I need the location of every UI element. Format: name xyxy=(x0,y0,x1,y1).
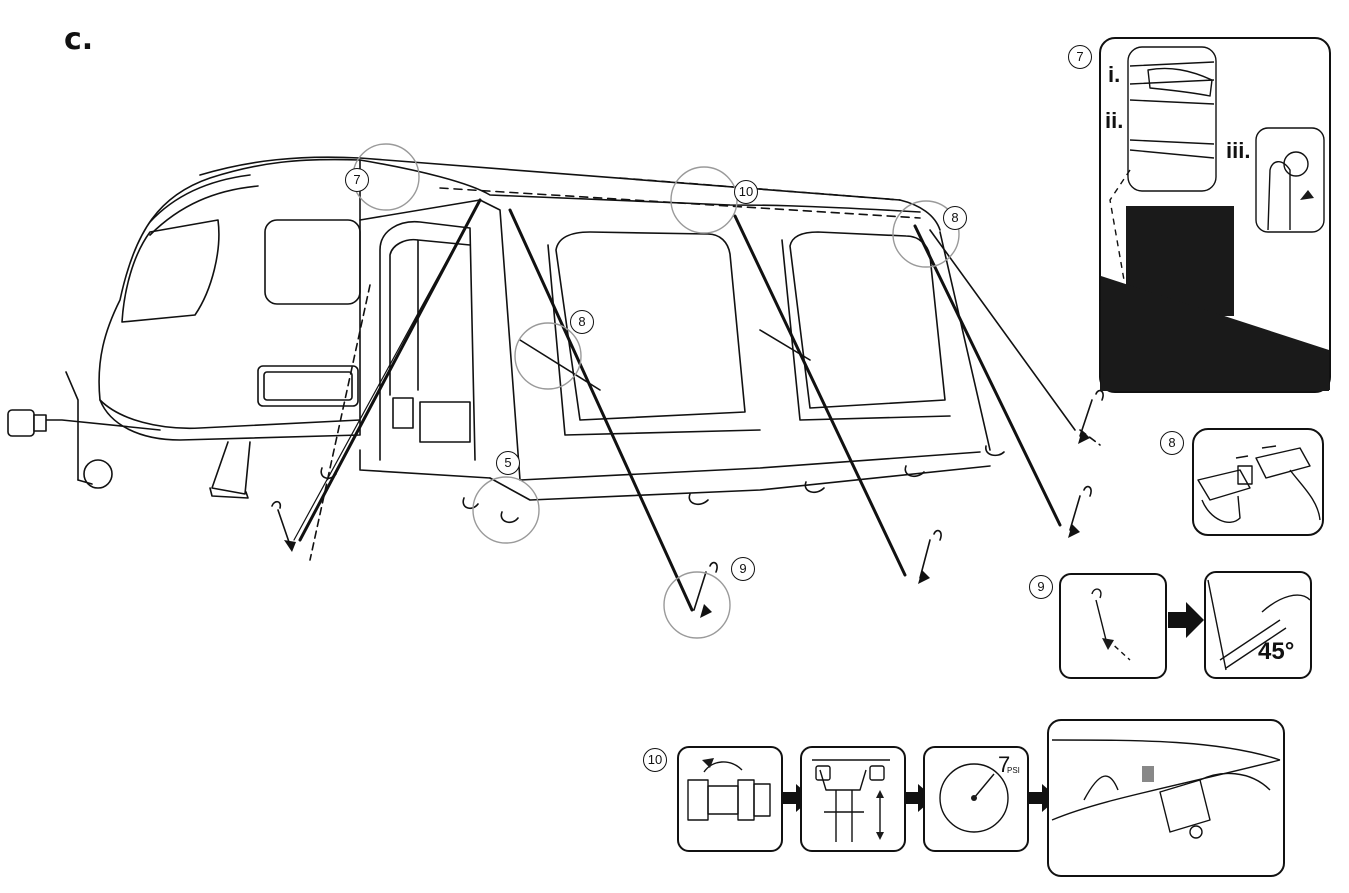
caravan-hatch xyxy=(257,365,359,407)
callout-circle-8b xyxy=(514,322,582,390)
awning-roof xyxy=(199,156,941,231)
callout-10: 10 xyxy=(734,180,758,204)
pressure-value: 7 xyxy=(998,752,1011,777)
callout-8: 8 xyxy=(943,206,967,230)
caravan-side-window xyxy=(264,219,361,305)
peg-arrow-icon xyxy=(1068,524,1080,538)
awning-door xyxy=(379,221,476,461)
peg-arrow-icon xyxy=(700,604,712,618)
awning-window-1 xyxy=(555,231,746,421)
peg-angle-label: 45° xyxy=(1258,638,1295,665)
detail-7-number: 7 xyxy=(1068,45,1092,69)
detail-7-label-iii: iii. xyxy=(1226,138,1251,163)
jockey-wheel xyxy=(83,459,113,489)
detail-7-label-i: i. xyxy=(1108,62,1121,87)
air-beam-1 xyxy=(298,198,482,542)
detail-9-panel-a xyxy=(1059,573,1167,679)
detail-10-panel-d xyxy=(1047,719,1285,877)
detail-7-label-ii: ii. xyxy=(1105,108,1124,133)
pressure-unit: PSI xyxy=(1007,766,1020,775)
callout-5: 5 xyxy=(496,451,520,475)
step-letter: c. xyxy=(64,22,94,57)
air-beam-3 xyxy=(733,214,907,577)
callout-8: 8 xyxy=(570,310,594,334)
peg-arrow-icon xyxy=(284,540,296,552)
caravan-front-window xyxy=(121,219,220,323)
air-beam-2 xyxy=(508,208,694,612)
callout-7: 7 xyxy=(345,168,369,192)
detail-10-panel-b xyxy=(800,746,906,852)
detail-9-number: 9 xyxy=(1029,575,1053,599)
peg-arrow-icon xyxy=(918,570,930,584)
callout-circle-9 xyxy=(663,571,731,639)
detail-8-number: 8 xyxy=(1160,431,1184,455)
air-beam-4 xyxy=(913,224,1062,527)
peg-arrow-icon xyxy=(1078,430,1090,444)
callout-circle-8a xyxy=(892,200,960,268)
detail-8-panel xyxy=(1192,428,1324,536)
detail-9-panel-b xyxy=(1204,571,1312,679)
next-step-arrow-icon xyxy=(1168,602,1204,638)
callout-circle-5 xyxy=(472,476,540,544)
detail-10-number: 10 xyxy=(643,748,667,772)
callout-9: 9 xyxy=(731,557,755,581)
detail-10-panel-a xyxy=(677,746,783,852)
